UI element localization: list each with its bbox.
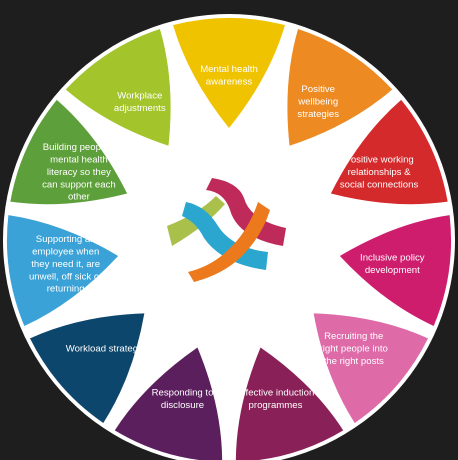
segment-petal <box>287 29 393 146</box>
segment-petal <box>235 347 344 460</box>
segment-petal <box>173 18 285 129</box>
segment-label: Workload strategy <box>66 343 143 354</box>
segment-petal <box>114 347 223 460</box>
segment-petal <box>65 29 171 146</box>
segment-petal <box>30 313 145 423</box>
logo-ribbon <box>206 178 286 246</box>
interwoven-ribbons-logo-icon <box>167 178 286 282</box>
logo-ribbon <box>182 202 268 270</box>
segment-petal <box>339 215 452 326</box>
logo-ribbon <box>188 202 270 282</box>
segment-petal <box>6 215 119 326</box>
segment-petal <box>330 99 448 205</box>
segment-petal <box>10 99 128 205</box>
segment-petal <box>313 313 428 423</box>
